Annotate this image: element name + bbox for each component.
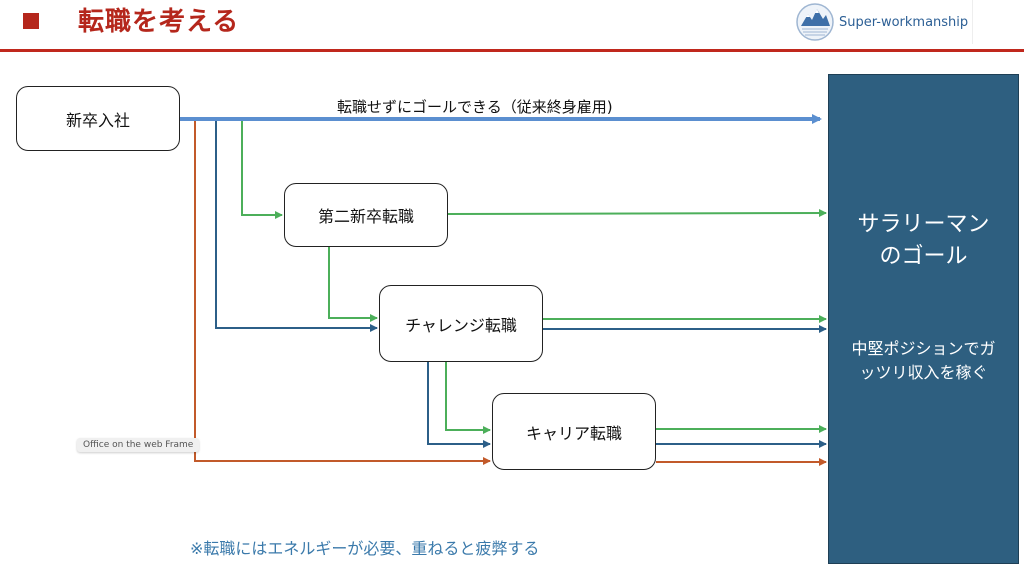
goal-subtitle-line1: 中堅ポジションでガ bbox=[851, 339, 996, 358]
node-daini-shinsotsu: 第二新卒転職 bbox=[284, 183, 448, 247]
header-divider bbox=[0, 49, 1024, 52]
goal-panel: サラリーマン のゴール 中堅ポジションでガ ッツリ収入を稼ぐ bbox=[828, 74, 1019, 564]
node-career-label: キャリア転職 bbox=[525, 423, 622, 443]
header-bullet-icon bbox=[23, 13, 39, 29]
office-frame-badge[interactable]: Office on the web Frame bbox=[77, 438, 200, 452]
logo: Super-workmanship bbox=[795, 2, 968, 42]
green-arrow-challenge-to-career bbox=[445, 362, 491, 434]
direct-path-label: 転職せずにゴールできる（従来終身雇用) bbox=[337, 98, 613, 116]
green-arrow-to-daini bbox=[241, 121, 283, 219]
footnote: ※転職にはエネルギーが必要、重ねると疲弊する bbox=[190, 539, 540, 558]
goal-subtitle-line2: ッツリ収入を稼ぐ bbox=[859, 363, 988, 382]
orange-arrow-to-career bbox=[194, 121, 491, 465]
node-shinsotsu: 新卒入社 bbox=[16, 86, 180, 151]
logo-separator bbox=[972, 0, 973, 44]
node-career: キャリア転職 bbox=[492, 393, 656, 470]
node-shinsotsu-label: 新卒入社 bbox=[65, 110, 130, 130]
goal-subtitle: 中堅ポジションでガ ッツリ収入を稼ぐ bbox=[833, 337, 1014, 385]
logo-text: Super-workmanship bbox=[839, 14, 969, 30]
node-challenge-label: チャレンジ転職 bbox=[405, 315, 517, 335]
node-daini-label: 第二新卒転職 bbox=[317, 207, 414, 226]
node-challenge: チャレンジ転職 bbox=[379, 285, 543, 362]
goal-title-line1: サラリーマン bbox=[857, 212, 990, 237]
green-arrow-daini-to-goal bbox=[447, 209, 827, 218]
goal-title: サラリーマン のゴール bbox=[829, 209, 1018, 273]
blue-arrow-challenge-to-career bbox=[427, 362, 491, 448]
mountain-logo-icon bbox=[796, 3, 834, 41]
page-title: 転職を考える bbox=[78, 7, 240, 37]
goal-title-line2: のゴール bbox=[879, 244, 968, 269]
blue-arrow-to-challenge bbox=[215, 121, 378, 332]
green-arrow-daini-to-challenge bbox=[328, 247, 378, 322]
